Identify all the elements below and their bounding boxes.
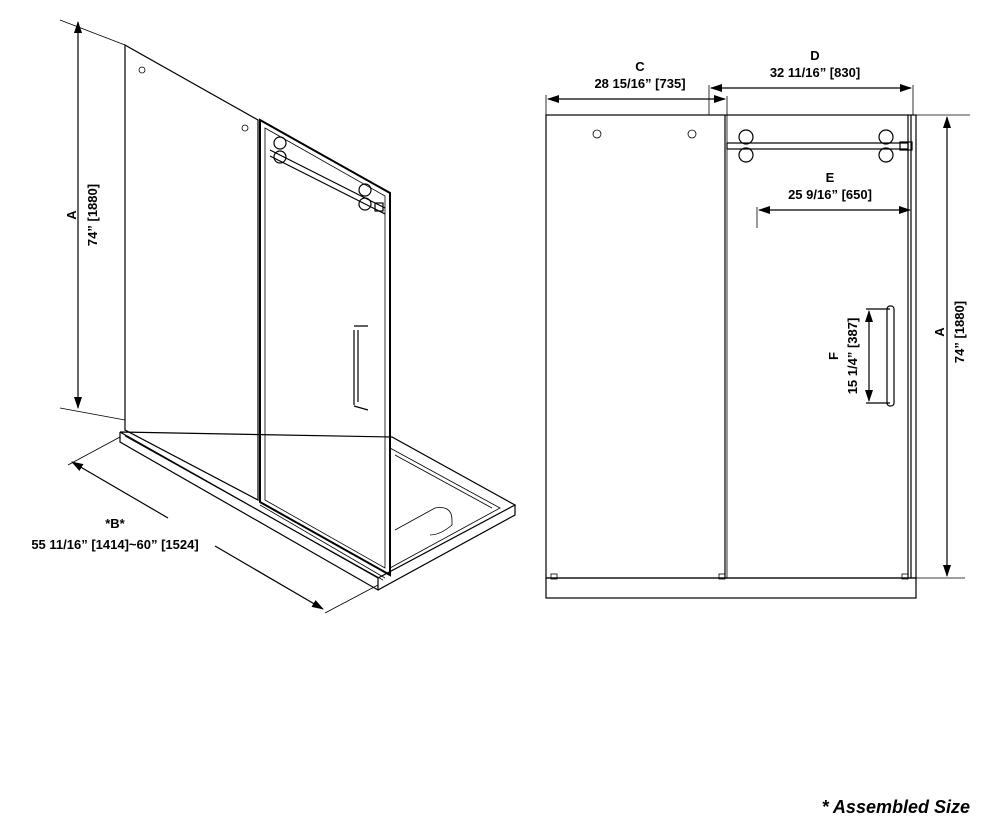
shower-base [119, 431, 517, 592]
dim-A-value: 74” [1880] [85, 184, 100, 246]
dimension-D: D 32 11/16” [830] [708, 48, 914, 115]
dim-C-label: C [635, 59, 645, 74]
dim-A-front-value: 74” [1880] [952, 301, 967, 363]
dim-D-value: 32 11/16” [830] [770, 65, 860, 80]
isometric-view: A 74” [1880] *B* 55 11/16” [1414]~60” [1… [31, 19, 517, 614]
slide-rail [726, 129, 913, 163]
dim-E-label: E [826, 170, 835, 185]
door-handle [353, 325, 369, 411]
dim-E-value: 25 9/16” [650] [788, 187, 872, 202]
dim-F-value: 15 1/4” [387] [845, 318, 860, 395]
dim-B-label: *B* [105, 516, 125, 531]
assembled-size-footnote: * Assembled Size [821, 797, 970, 817]
dimension-B: *B* 55 11/16” [1414]~60” [1524] [31, 436, 379, 614]
front-elevation-view: C 28 15/16” [735] D 32 11/16” [830] E 25… [545, 48, 970, 599]
dimension-A-iso: A 74” [1880] [59, 19, 126, 421]
mount-hole [241, 124, 249, 132]
dim-A-front-label: A [932, 327, 947, 337]
dimension-E: E 25 9/16” [650] [756, 170, 911, 228]
dimension-F: F 15 1/4” [387] [826, 310, 873, 402]
sliding-door [259, 118, 391, 579]
mount-hole [138, 66, 146, 74]
dim-F-label: F [826, 352, 841, 360]
dimension-A-front: A 74” [1880] [932, 116, 967, 577]
dim-A-label: A [64, 210, 79, 220]
mount-hole [687, 129, 697, 139]
base [545, 577, 917, 599]
dim-C-value: 28 15/16” [735] [594, 76, 685, 91]
mount-hole [592, 129, 602, 139]
dim-B-value: 55 11/16” [1414]~60” [1524] [31, 537, 198, 552]
dim-D-label: D [810, 48, 819, 63]
enclosure-frame [545, 114, 917, 579]
door-handle [866, 305, 895, 407]
fixed-glass-panel [124, 43, 259, 501]
dimension-C: C 28 15/16” [735] [545, 59, 728, 115]
